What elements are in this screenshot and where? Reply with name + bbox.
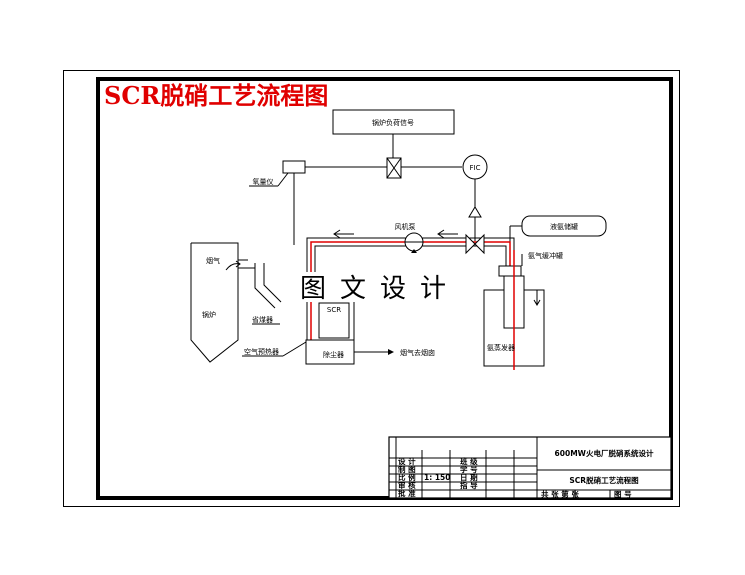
ammonia-buffer-label: 氨气缓冲罐 [528, 251, 563, 260]
tb-field-3: 指 导 [460, 480, 478, 490]
dust-remover-box [305, 339, 355, 365]
air-preheater-label: 空气预热器 [244, 347, 279, 356]
flue-gas-arrow [225, 263, 241, 271]
tb-role-4: 批 准 [398, 488, 416, 498]
tb-project: 600MW火电厂脱硝系统设计 [555, 448, 654, 458]
tb-role-3: 审 核 [398, 480, 416, 490]
flow-arrow-left-1 [333, 229, 354, 239]
boiler-label: 锅炉 [202, 310, 216, 319]
analyzer-leader [277, 172, 289, 187]
title-block [388, 436, 672, 499]
tb-field-1: 学 号 [460, 464, 478, 474]
scr-label: SCR [327, 306, 341, 314]
boiler-load-signal-label: 锅炉负荷信号 [372, 118, 414, 127]
watermark-text: 图文设计 [300, 274, 460, 304]
boiler [190, 242, 282, 363]
dilution-fan-label: 风机泵 [395, 222, 416, 231]
dust-remover-label: 除尘器 [323, 350, 344, 359]
tb-field-2: 日 期 [460, 472, 478, 482]
analyzer-box [282, 160, 306, 174]
ammonia-evaporator [483, 250, 545, 370]
tb-role-0: 设 计 [398, 456, 416, 466]
tb-drawing-name: SCR脱硝工艺流程图 [569, 475, 639, 485]
fic-label: FIC [470, 164, 481, 172]
ammonia-evaporator-label: 氨蒸发器 [487, 343, 515, 352]
analyzer-label: 氧量仪 [253, 177, 274, 186]
tb-sheet-count: 共 张 第 张 [541, 489, 579, 499]
sheet-outer-border [63, 70, 680, 507]
economizer-label: 省煤器 [252, 315, 273, 324]
tb-role-2: 比 例 [398, 472, 416, 482]
actuator-triangle [468, 206, 482, 218]
tb-value-2: 1: 150 [424, 473, 450, 482]
tb-field-0: 班 级 [460, 456, 478, 466]
to-chimney-label: 烟气去烟囱 [400, 348, 435, 357]
drawing-frame [96, 77, 673, 500]
flow-valve-left [465, 233, 476, 255]
flue-gas-label: 烟气 [206, 256, 220, 265]
tb-role-1: 制 图 [398, 464, 416, 474]
flow-arrow-left-2 [437, 229, 458, 239]
flow-valve-right [474, 233, 485, 255]
drawing-title: SCR脱硝工艺流程图 [104, 81, 328, 110]
tb-drawing-number: 图 号 [614, 490, 632, 499]
ammonia-tank-label: 液氨储罐 [550, 222, 578, 231]
